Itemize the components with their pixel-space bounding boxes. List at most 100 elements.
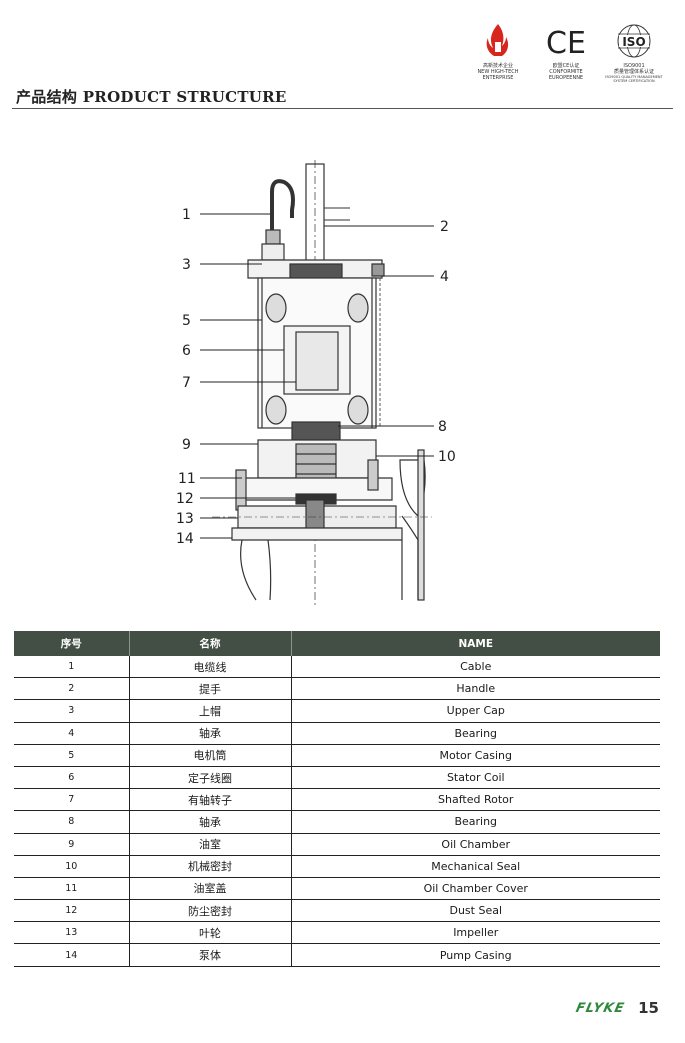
cell-name-cn: 油室 <box>129 833 292 856</box>
cell-no: 13 <box>14 921 130 945</box>
rotor <box>295 331 339 391</box>
pump-structure-diagram: 1 2 3 4 5 6 7 8 9 10 11 12 13 14 <box>176 160 456 605</box>
cell-no: 2 <box>14 677 130 701</box>
cell-name-cn: 油室盖 <box>129 877 292 901</box>
svg-text:CE: CE <box>546 26 586 60</box>
callout-6: 6 <box>182 343 191 359</box>
cell-name-en: Dust Seal <box>291 899 660 923</box>
ce-mark-icon: CE <box>546 26 586 60</box>
cell-name-cn: 泵体 <box>129 943 292 967</box>
cell-name-en: Bearing <box>291 810 660 834</box>
cell-name-en: Bearing <box>291 722 660 745</box>
cell-name-en: Shafted Rotor <box>291 788 660 812</box>
cell-no: 3 <box>14 699 130 723</box>
page-number: 15 <box>638 999 659 1017</box>
cell-no: 6 <box>14 766 130 790</box>
cert-caption-en: EUROPEENNE <box>548 75 584 81</box>
cell-name-en: Oil Chamber Cover <box>291 877 660 901</box>
hightech-enterprise-icon <box>486 24 509 56</box>
cell-name-en: Handle <box>291 677 660 701</box>
cert-caption-en: NEW HIGH-TECH <box>477 69 519 75</box>
table-header-row: 序号 名称 NAME <box>14 631 660 656</box>
cell-name-cn: 防尘密封 <box>129 899 292 923</box>
cell-name-en: Mechanical Seal <box>291 855 660 878</box>
cert-ce: CE 欧盟CE认证 CONFORMITE EUROPEENNE <box>537 22 595 81</box>
page-title: 产品结构 PRODUCT STRUCTURE <box>16 88 287 106</box>
cell-name-cn: 叶轮 <box>129 921 292 945</box>
cell-name-cn: 机械密封 <box>129 855 292 878</box>
cell-name-cn: 定子线圈 <box>129 766 292 790</box>
brand-logo: FLYKE <box>574 1000 626 1016</box>
cell-name-cn: 轴承 <box>129 722 292 745</box>
cert-iso: ISO ISO9001 质量管理体系认证 ISO9001 QUALITY MAN… <box>605 22 663 83</box>
callout-3: 3 <box>182 257 191 273</box>
cell-no: 14 <box>14 943 130 967</box>
svg-text:ISO: ISO <box>622 35 645 49</box>
cell-name-cn: 电机筒 <box>129 744 292 767</box>
callout-9: 9 <box>182 437 191 453</box>
column-header-no: 序号 <box>14 631 130 656</box>
cell-no: 11 <box>14 877 130 901</box>
cell-name-en: Stator Coil <box>291 766 660 790</box>
callout-2: 2 <box>440 219 449 235</box>
callout-13: 13 <box>176 511 194 527</box>
callout-5: 5 <box>182 313 191 329</box>
cell-no: 7 <box>14 788 130 812</box>
callout-12: 12 <box>176 491 194 507</box>
callout-11: 11 <box>178 471 196 487</box>
cert-caption-cn: 质量管理体系认证 <box>613 69 654 75</box>
cert-caption-cn: 高新技术企业 <box>482 63 513 69</box>
cell-name-cn: 轴承 <box>129 810 292 834</box>
page-footer: FLYKE 15 <box>574 999 659 1017</box>
cert-caption-en: ISO9001 QUALITY MANAGEMENT SYSTEM CERTIF… <box>605 75 663 83</box>
cert-caption-en: ENTERPRISE <box>482 75 514 81</box>
certification-logos: 高新技术企业 NEW HIGH-TECH ENTERPRISE CE 欧盟CE认… <box>469 22 663 83</box>
cert-hightech: 高新技术企业 NEW HIGH-TECH ENTERPRISE <box>469 22 527 81</box>
cell-no: 1 <box>14 656 130 679</box>
cable-gland <box>265 229 281 245</box>
cell-no: 9 <box>14 833 130 856</box>
callout-1: 1 <box>182 207 191 223</box>
cert-caption-en: ISO9001 <box>623 63 645 69</box>
header-divider <box>12 108 673 109</box>
pump-casing <box>231 527 403 541</box>
callout-7: 7 <box>182 375 191 391</box>
cell-name-en: Impeller <box>291 921 660 945</box>
cert-caption-cn: 欧盟CE认证 <box>552 63 580 69</box>
column-header-name-cn: 名称 <box>129 631 292 656</box>
cell-name-cn: 有轴转子 <box>129 788 292 812</box>
cable <box>270 179 295 230</box>
callout-14: 14 <box>176 531 194 547</box>
cell-name-en: Oil Chamber <box>291 833 660 856</box>
callout-8: 8 <box>438 419 447 435</box>
callout-10: 10 <box>438 449 456 465</box>
cell-name-en: Upper Cap <box>291 699 660 723</box>
cell-no: 5 <box>14 744 130 767</box>
column-header-name-en: NAME <box>291 631 660 656</box>
cell-name-en: Motor Casing <box>291 744 660 767</box>
cell-name-cn: 上帽 <box>129 699 292 723</box>
cell-no: 10 <box>14 855 130 878</box>
cell-no: 8 <box>14 810 130 834</box>
cell-name-en: Pump Casing <box>291 943 660 967</box>
iso-certification-icon: ISO <box>617 24 651 58</box>
cell-no: 12 <box>14 899 130 923</box>
cell-name-cn: 提手 <box>129 677 292 701</box>
callout-4: 4 <box>440 269 449 285</box>
cell-name-en: Cable <box>291 656 660 679</box>
cert-caption-en: CONFORMITE <box>549 69 583 75</box>
cell-no: 4 <box>14 722 130 745</box>
